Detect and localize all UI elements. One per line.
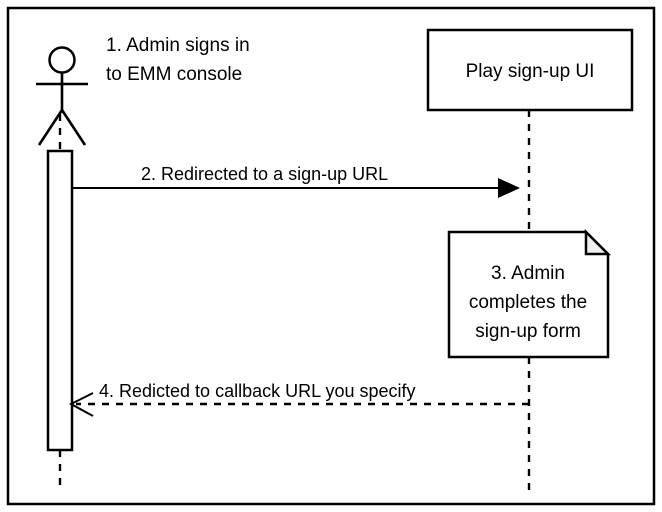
note-3-body bbox=[447, 230, 610, 359]
participant-box-play-signup-ui[interactable] bbox=[426, 28, 634, 112]
stick-figure-actor-icon bbox=[36, 46, 88, 146]
actor-right-leg-line bbox=[60, 109, 87, 146]
diagram-frame bbox=[6, 6, 656, 506]
note-3-text-line-3: sign-up form bbox=[475, 321, 581, 342]
step-1-label-line-2: to EMM console bbox=[106, 64, 242, 85]
step-1-label-line-1: 1. Admin signs in bbox=[106, 35, 250, 56]
actor-head-icon bbox=[48, 46, 76, 74]
actor-activation-bar bbox=[46, 149, 74, 452]
message-2-label: 2. Redirected to a sign-up URL bbox=[141, 164, 388, 184]
message-2-arrowhead-icon bbox=[498, 178, 520, 198]
note-3-text-line-1: 3. Admin bbox=[491, 263, 565, 284]
participant-label-play-signup-ui: Play sign-up UI bbox=[466, 61, 595, 82]
actor-left-leg-line bbox=[37, 109, 64, 146]
message-4-label: 4. Redicted to callback URL you specify bbox=[99, 381, 416, 401]
note-3-admin-completes-form[interactable] bbox=[447, 228, 612, 359]
message-4-arrowhead-icon bbox=[68, 392, 94, 417]
note-3-fold-corner-icon bbox=[584, 228, 612, 256]
note-3-text-line-2: completes the bbox=[469, 292, 587, 313]
